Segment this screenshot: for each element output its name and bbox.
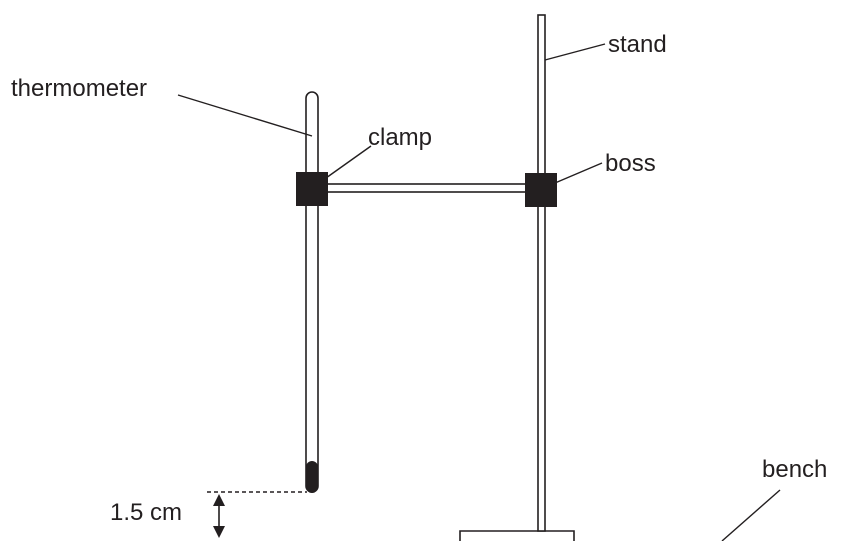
thermometer-leader-line: [177, 94, 313, 137]
clamp-arm: [325, 183, 530, 193]
bench-label: bench: [762, 456, 827, 483]
bench-leader-line: [721, 489, 781, 541]
thermometer-label: thermometer: [11, 75, 147, 102]
stand-leader-line: [544, 43, 606, 61]
clamp-label: clamp: [368, 124, 432, 151]
stand-base: [459, 530, 575, 541]
thermometer-bulb: [306, 461, 318, 493]
clamp-leader-line: [325, 145, 372, 179]
distance-label: 1.5 cm: [110, 499, 182, 526]
thermometer-body: [305, 91, 319, 493]
boss-block: [525, 173, 557, 207]
clamp-block: [296, 172, 328, 206]
boss-leader-line: [554, 162, 603, 184]
distance-arrow: [213, 494, 225, 538]
boss-label: boss: [605, 150, 656, 177]
stand-label: stand: [608, 31, 667, 58]
stand-rod: [537, 14, 546, 532]
